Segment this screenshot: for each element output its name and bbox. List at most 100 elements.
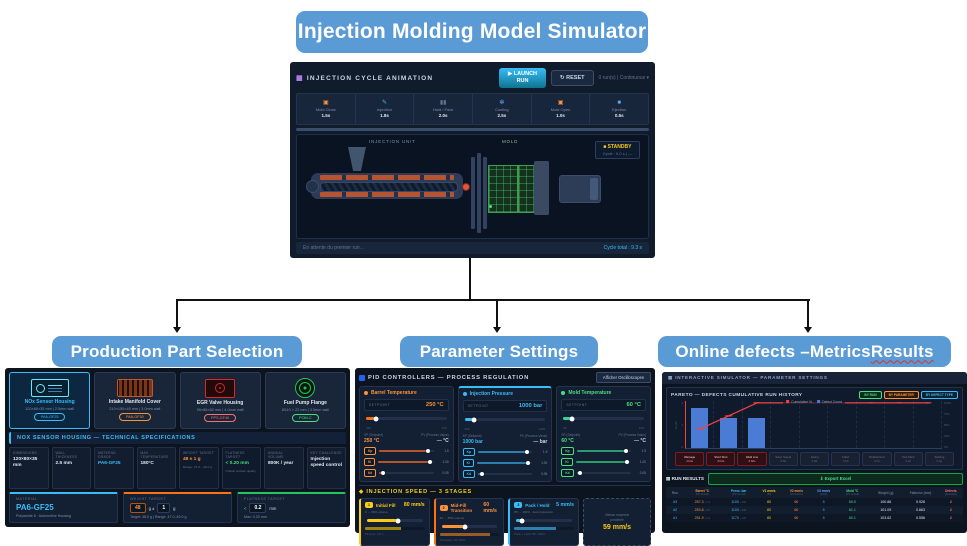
kp-slider[interactable] bbox=[379, 449, 434, 453]
machine-animation-scene: INJECTION UNIT MOLD ■ STANDBY Cycle : 0.… bbox=[296, 134, 649, 239]
part-card-egr-valve[interactable]: EGR Valve Housing 95×85×60 mm | 4.0mm wa… bbox=[179, 372, 261, 429]
cumulative-line bbox=[696, 402, 932, 430]
results-screenshot: ▦ INTERACTIVE SIMULATOR — PARAMETER SETT… bbox=[662, 372, 967, 533]
slider-knob[interactable] bbox=[569, 416, 575, 421]
simulator-title: ▦INJECTION CYCLE ANIMATION bbox=[296, 74, 434, 83]
pressure-setpoint-slider[interactable] bbox=[464, 417, 546, 422]
kd-slider[interactable] bbox=[379, 471, 434, 475]
reset-button[interactable]: ↻ RESET bbox=[551, 70, 594, 86]
pareto-card: PARETO — DEFECTS CUMULATIVE RUN HISTORY … bbox=[666, 387, 963, 470]
kp-slider[interactable] bbox=[477, 450, 533, 454]
initial-fill-slider[interactable] bbox=[367, 518, 423, 523]
slider-knob[interactable] bbox=[381, 471, 386, 475]
run-results-table: Run Barrel °C(PV actual) Press. bar(PV a… bbox=[666, 487, 963, 530]
waiting-message: En attente du premier run… bbox=[303, 245, 365, 251]
kp-badge: Kp bbox=[561, 447, 574, 455]
ki-slider[interactable] bbox=[476, 461, 533, 465]
kd-badge: Kd bbox=[462, 470, 475, 478]
part-card-intake-manifold[interactable]: Intake Manifold Cover 210×150×45 mm | 3.… bbox=[94, 372, 176, 429]
weight-target-card: WEIGHT TARGET 48 g ± 1 g Target: 48.0 g … bbox=[123, 492, 232, 523]
heater-bands-bottom bbox=[320, 192, 454, 197]
screw-graphic bbox=[320, 182, 458, 192]
connector-horizontal bbox=[176, 299, 810, 301]
pack-hold-slider[interactable] bbox=[516, 518, 573, 523]
slider-knob[interactable] bbox=[623, 449, 628, 453]
show-oscilloscopes-button[interactable]: Afficher Oscilloscopes bbox=[595, 372, 651, 383]
arrow-down-right bbox=[804, 327, 812, 333]
export-excel-button[interactable]: ⇓ Export Excel bbox=[707, 473, 963, 485]
thermometer-icon bbox=[364, 391, 368, 395]
run-mode-meta[interactable]: 0 run(s) | Continuous ▾ bbox=[598, 75, 650, 81]
pareto-title: PARETO — DEFECTS CUMULATIVE RUN HISTORY bbox=[671, 392, 803, 398]
flatness-value-input[interactable]: 0.2 bbox=[249, 503, 267, 513]
eject-icon: ■ bbox=[617, 100, 621, 106]
ki-slider[interactable] bbox=[575, 460, 632, 464]
cycle-total: Cycle total : 9.3 s bbox=[603, 245, 642, 251]
barrel-graphic bbox=[306, 173, 470, 199]
heater-bands-top bbox=[320, 175, 454, 180]
slider-knob[interactable] bbox=[471, 417, 477, 422]
run-results-label: ▤ RUN RESULTS bbox=[666, 476, 704, 481]
pareto-plot: Count 4 2 0 Cumulative % Defect Count 10… bbox=[674, 400, 952, 449]
status-badge: ■ STANDBY Cycle : 0.0 s | — bbox=[594, 141, 640, 159]
kp-slider[interactable] bbox=[576, 449, 632, 453]
by-parameter-button[interactable]: BY PARAMETER bbox=[883, 391, 919, 399]
slider-knob[interactable] bbox=[578, 471, 583, 475]
barrel-setpoint-value: 250 °C bbox=[425, 402, 444, 408]
by-defect-type-button[interactable]: BY DEFECT TYPE bbox=[920, 391, 958, 399]
window-icon: ▦ bbox=[296, 75, 304, 82]
slider-knob[interactable] bbox=[519, 518, 525, 523]
part-card-fuel-pump-flange[interactable]: Fuel Pump Flange Ø110 × 22 mm | 3.5mm wa… bbox=[264, 372, 346, 429]
table-row: #1 251.9+1.9 1170+170 80 60 5 60.1 103.6… bbox=[666, 514, 963, 522]
by-run-button[interactable]: BY RUN bbox=[859, 391, 882, 399]
barrel-setpoint-slider[interactable] bbox=[366, 416, 447, 421]
ki-slider[interactable] bbox=[378, 460, 434, 464]
slider-knob[interactable] bbox=[526, 461, 531, 465]
results-window-title: ▦ INTERACTIVE SIMULATOR — PARAMETER SETT… bbox=[662, 372, 967, 384]
slider-knob[interactable] bbox=[426, 449, 431, 453]
spec-section-header: NOX SENSOR HOUSING — TECHNICAL SPECIFICA… bbox=[9, 431, 346, 444]
slider-knob[interactable] bbox=[373, 416, 379, 421]
material-badge: PA6-GF25 bbox=[33, 413, 66, 422]
sensor-icon bbox=[30, 379, 69, 398]
slider-knob[interactable] bbox=[625, 460, 630, 464]
kd-slider[interactable] bbox=[477, 472, 533, 476]
mold-plate-a bbox=[488, 165, 518, 213]
slider-knob[interactable] bbox=[427, 460, 432, 464]
connector-drop-right bbox=[807, 299, 809, 327]
table-row: #2 253.8+3.8 1100+100 80 60 5 61.1 101.0… bbox=[666, 506, 963, 514]
slider-knob[interactable] bbox=[479, 472, 484, 476]
part-card-nox-sensor[interactable]: NOx Sensor Housing 120×80×35 mm | 2.5mm … bbox=[9, 372, 91, 429]
ki-badge: Ki bbox=[462, 459, 474, 467]
gate-indicator bbox=[489, 205, 492, 208]
tie-bar bbox=[483, 157, 487, 229]
weight-value-input[interactable]: 48 bbox=[130, 503, 146, 513]
page-title: Injection Molding Model Simulator bbox=[296, 11, 648, 53]
tie-bar bbox=[471, 157, 475, 229]
mid-fill-slider[interactable] bbox=[441, 524, 498, 529]
weight-tolerance-input[interactable]: 1 bbox=[157, 503, 171, 513]
pack-progress bbox=[514, 527, 575, 530]
moving-platen bbox=[534, 161, 549, 215]
transition-progress bbox=[439, 533, 500, 536]
material-badge: PPS-GF40 bbox=[203, 413, 237, 422]
cycle-progress-bar[interactable] bbox=[296, 128, 649, 131]
pareto-bars bbox=[686, 401, 942, 448]
mold-setpoint-slider[interactable] bbox=[563, 416, 645, 421]
kd-slider[interactable] bbox=[576, 471, 632, 475]
slider-knob[interactable] bbox=[395, 518, 401, 523]
slider-knob[interactable] bbox=[524, 450, 529, 454]
kp-badge: Kp bbox=[364, 447, 377, 455]
slider-knob[interactable] bbox=[462, 524, 468, 529]
